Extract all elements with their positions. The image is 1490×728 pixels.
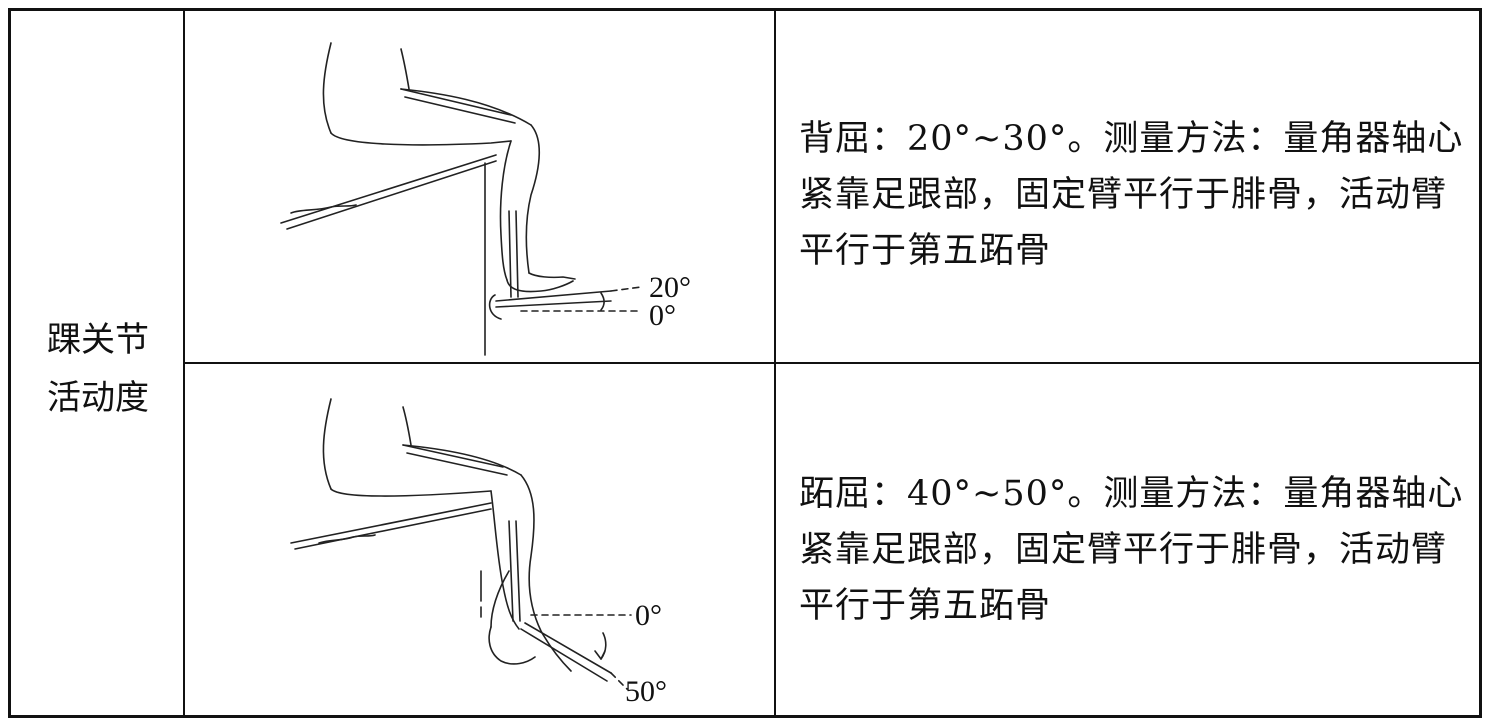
plantarflexion-description: 跖屈：40°~50°。测量方法：量角器轴心紧靠足跟部，固定臂平行于腓骨，活动臂平…	[799, 474, 1464, 626]
joint-label-line2: 活动度	[47, 378, 149, 418]
dorsiflexion-angle-lower-label: 0°	[649, 299, 676, 332]
joint-label-line1: 踝关节	[47, 320, 149, 360]
column-divider-left	[183, 11, 185, 715]
rom-table: 踝关节 活动度	[8, 8, 1482, 718]
plantarflexion-illustration: 0° 50°	[290, 398, 667, 708]
row-divider	[185, 362, 1479, 364]
plantarflexion-angle-lower-label: 50°	[625, 675, 667, 708]
dorsiflexion-angle-upper-label: 20°	[649, 271, 691, 304]
dorsiflexion-description: 背屈：20°~30°。测量方法：量角器轴心紧靠足跟部，固定臂平行于腓骨，活动臂平…	[799, 119, 1464, 271]
joint-label-cell: 踝关节 活动度	[11, 311, 185, 427]
dorsiflexion-illustration: 20° 0°	[280, 42, 691, 356]
plantarflexion-angle-upper-label: 0°	[635, 599, 662, 632]
